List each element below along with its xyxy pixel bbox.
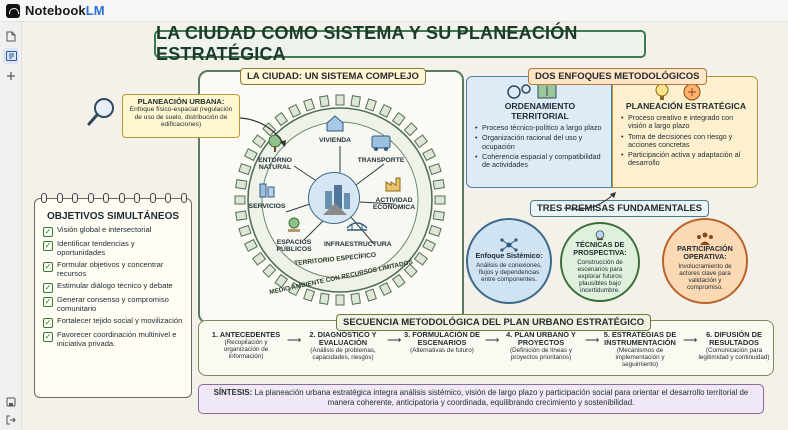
save-icon[interactable] [3, 394, 19, 410]
secuencia-step: 2. DIAGNÓSTICO Y EVALUACIÓN(Análisis de … [309, 330, 377, 362]
enfoque-bullet: Proceso técnico-político a largo plazo [475, 123, 605, 132]
city-center-icon [308, 172, 360, 224]
park-icon [288, 217, 300, 232]
sintesis-label: SÍNTESIS: [213, 388, 253, 397]
arrow-right-icon: ⟶ [683, 335, 698, 346]
enfoque-bullet: Participación activa y adaptación al des… [621, 151, 751, 168]
node-entorno: ENTORNO NATURAL [248, 134, 302, 171]
planeacion-urbana-note: PLANEACIÓN URBANA: Enfoque físico-espaci… [122, 94, 240, 138]
factory-icon [385, 177, 401, 192]
node-espacios: ESPACIOS PÚBLICOS [268, 216, 320, 253]
planeacion-estrategica-heading: PLANEACIÓN ESTRATÉGICA [625, 101, 747, 111]
people-icon [697, 232, 713, 245]
document-icon[interactable] [3, 28, 19, 44]
exit-icon[interactable] [3, 412, 19, 428]
check-icon: ✓ [43, 261, 53, 272]
crystal-ball-icon [595, 230, 605, 241]
node-actividad: ACTIVIDAD ECONÓMICA [366, 174, 422, 211]
gears-map-icon [507, 83, 557, 99]
check-icon: ✓ [43, 331, 53, 342]
check-icon: ✓ [43, 296, 53, 307]
sidebar [0, 22, 22, 430]
premisa-prospectiva: TÉCNICAS DE PROSPECTIVA: Construcción de… [560, 222, 640, 302]
notebooklm-logo-icon [6, 3, 20, 18]
enfoque-bullet: Proceso creativo e integrado con visión … [621, 113, 751, 131]
bulb-compass-icon [655, 83, 701, 101]
secuencia-tag: SECUENCIA METODOLÓGICA DEL PLAN URBANO E… [336, 314, 652, 331]
infographic-canvas: LA CIUDAD COMO SISTEMA Y SU PLANEACIÓN E… [22, 22, 788, 430]
node-servicios: SERVICIOS [242, 180, 292, 210]
panel-icon[interactable] [3, 48, 19, 64]
check-icon: ✓ [43, 241, 53, 251]
city-system-tag: LA CIUDAD: UN SISTEMA COMPLEJO [240, 68, 426, 85]
premisas-tag: TRES PREMISAS FUNDAMENTALES [530, 200, 710, 217]
premisa-sistemico: Enfoque Sistémico: Análisis de conexione… [466, 218, 552, 304]
objetivo-item: ✓Favorecer coordinación multinivel e ini… [43, 329, 177, 348]
premisa-participacion: PARTICIPACIÓN OPERATIVA: Involucramiento… [662, 218, 748, 304]
enfoques-tag: DOS ENFOQUES METODOLÓGICOS [528, 68, 707, 85]
node-vivienda: VIVIENDA [308, 114, 362, 144]
node-infraestructura: INFRAESTRUCTURA [324, 218, 392, 248]
check-icon: ✓ [43, 317, 53, 328]
enfoque-bullet: Toma de decisiones con riesgo y acciones… [621, 132, 751, 150]
notepad-spiral [41, 193, 187, 203]
bus-icon [371, 135, 391, 151]
plus-icon[interactable] [3, 68, 19, 84]
app-header: NotebookLM [0, 0, 788, 22]
objetivo-item: ✓Estimular diálogo técnico y debate [43, 280, 173, 293]
objetivo-item: ✓Generar consenso y compromiso comunitar… [43, 294, 169, 313]
objetivo-item: ✓Identificar tendencias y oportunidades [43, 239, 135, 257]
buildings-icon [259, 183, 275, 198]
arrow-right-icon: ⟶ [585, 335, 600, 346]
secuencia-step: 6. DIFUSIÓN DE RESULTADOS(Comunicación p… [698, 330, 770, 362]
arrow-right-icon: ⟶ [387, 335, 402, 346]
secuencia-step: 3. FORMULACIÓN DE ESCENARIOS(Alternativa… [404, 330, 480, 355]
tree-icon [268, 134, 282, 152]
check-icon: ✓ [43, 227, 53, 237]
connector-arrow-icon [563, 192, 616, 210]
house-icon [326, 115, 344, 132]
node-transporte: TRANSPORTE [352, 134, 410, 164]
ordenamiento-heading: ORDENAMIENTO TERRITORIAL [504, 101, 576, 121]
app-title: NotebookLM [25, 3, 105, 18]
secuencia-step: 4. PLAN URBANO Y PROYECTOS(Definición de… [506, 330, 576, 362]
sintesis-text: La planeación urbana estratégica integra… [254, 388, 749, 407]
enfoque-bullet: Organización racional del uso y ocupació… [475, 134, 605, 151]
secuencia-step: 1. ANTECEDENTES(Recopilación y organizac… [211, 330, 281, 361]
objetivos-notepad: OBJETIVOS SIMULTÁNEOS ✓Visión global e i… [34, 193, 192, 398]
check-icon: ✓ [43, 282, 53, 293]
objetivo-item: ✓Visión global e intersectorial [43, 225, 152, 237]
bridge-icon [346, 222, 368, 231]
arrow-right-icon: ⟶ [287, 335, 302, 346]
enfoque-bullet: Coherencia espacial y compatibilidad de … [475, 152, 605, 170]
sintesis-box: SÍNTESIS: La planeación urbana estratégi… [198, 384, 764, 414]
infographic-title: LA CIUDAD COMO SISTEMA Y SU PLANEACIÓN E… [154, 23, 646, 64]
arrow-right-icon: ⟶ [485, 335, 500, 346]
objetivo-item: ✓Fortalecer tejido social y movilización [43, 315, 183, 328]
objetivo-item: ✓Formular objetivos y concentrar recurso… [43, 259, 164, 278]
objetivos-heading: OBJETIVOS SIMULTÁNEOS [46, 211, 180, 222]
planeacion-estrategica-panel: PLANEACIÓN ESTRATÉGICA Proceso creativo … [612, 76, 758, 188]
network-icon [500, 238, 518, 253]
magnifier-icon [87, 98, 114, 126]
secuencia-step: 5. ESTRATEGIAS DE INSTRUMENTACIÓN(Mecani… [603, 330, 677, 369]
planeacion-arrow-icon [239, 117, 286, 147]
